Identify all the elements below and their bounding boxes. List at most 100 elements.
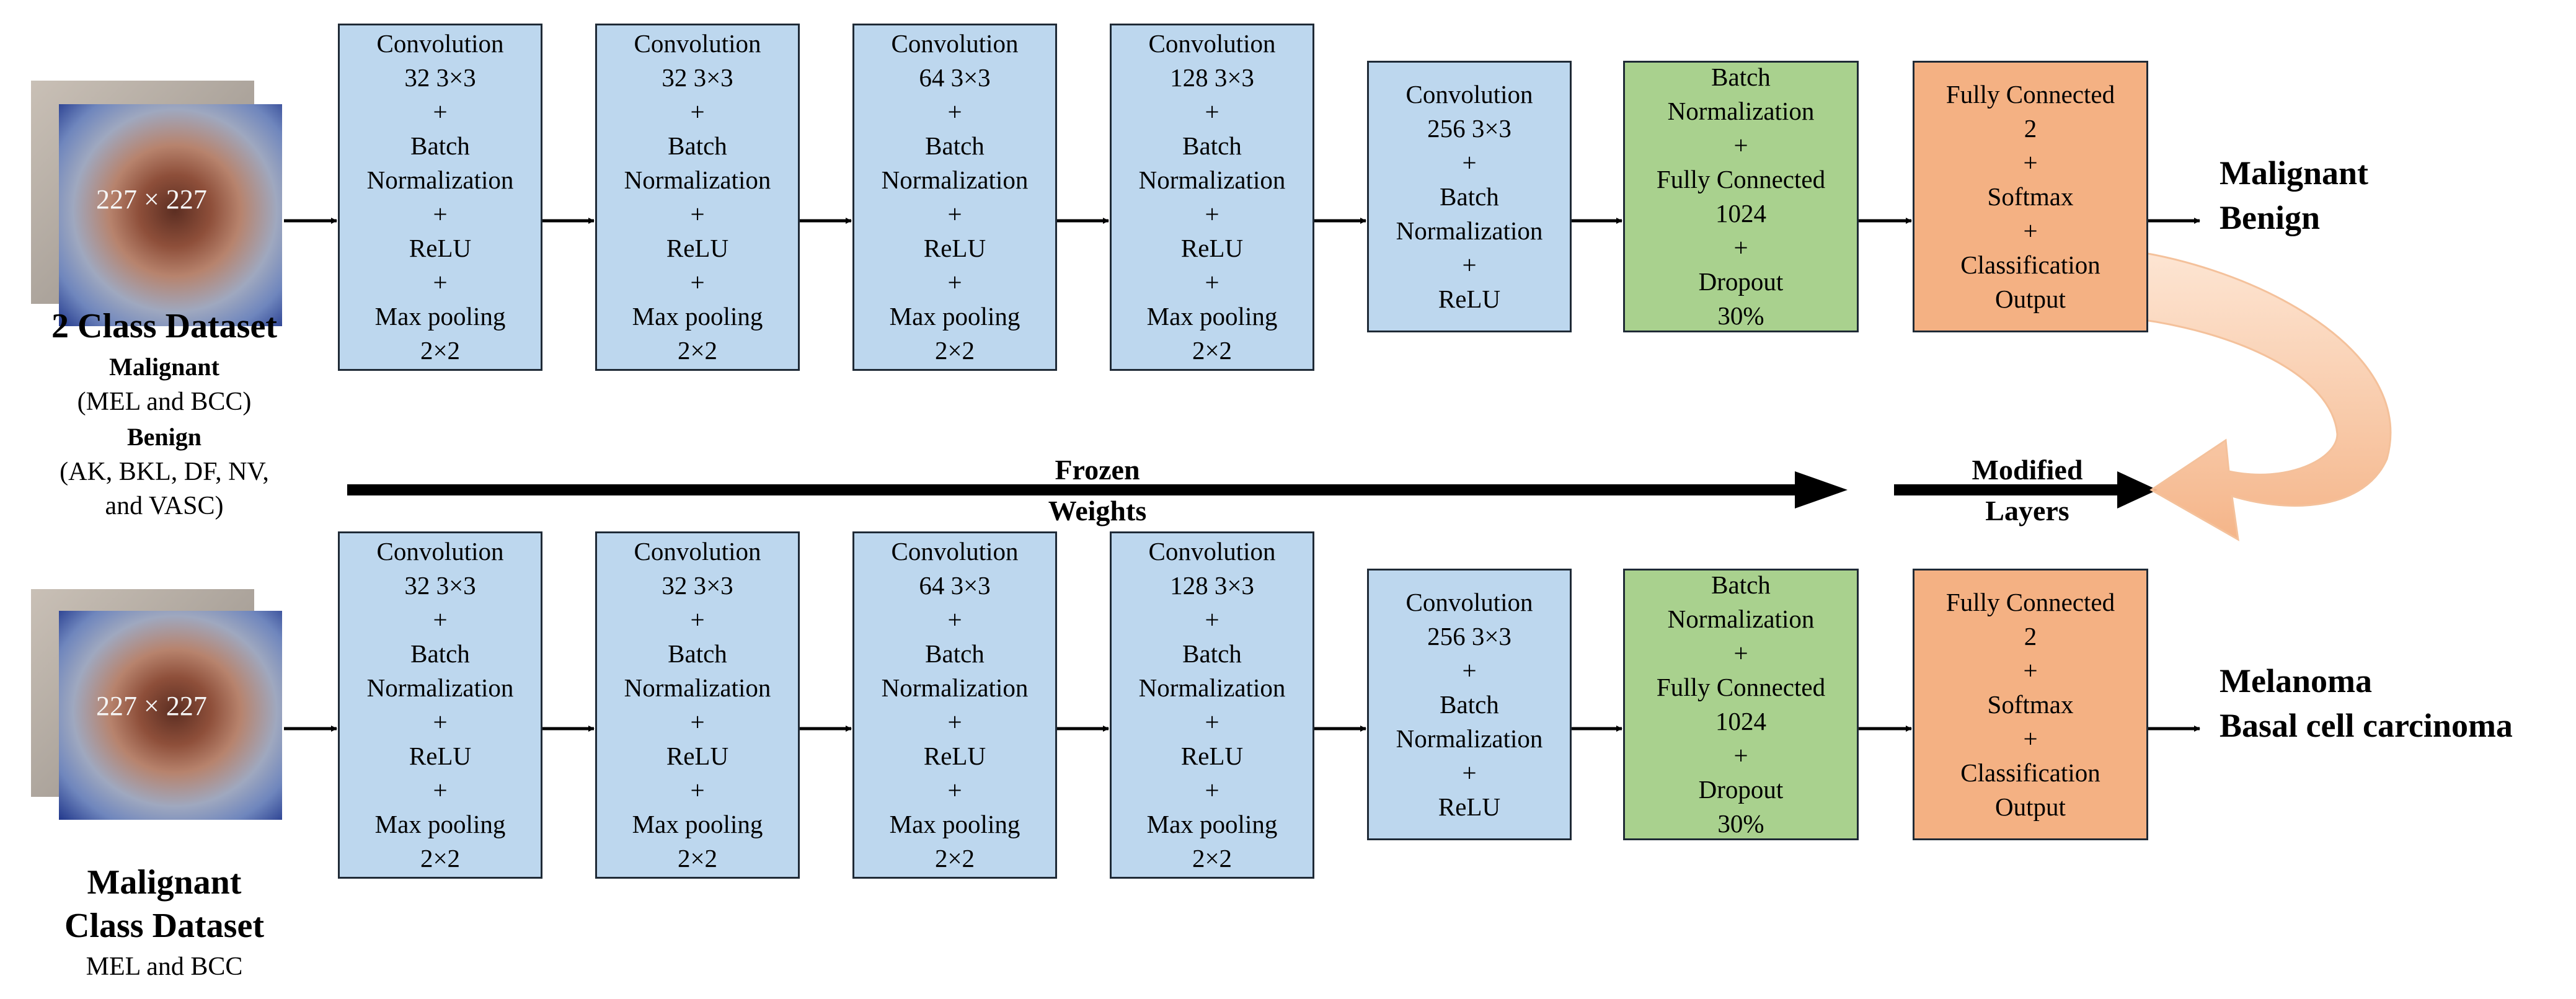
block-text-line: 2×2 — [677, 844, 718, 872]
block-text-line: + — [690, 776, 705, 804]
block-text-line: ReLU — [409, 742, 472, 770]
block-text-line: ReLU — [1438, 284, 1501, 313]
block-text-line: Normalization — [366, 166, 514, 194]
block-text-line: 256 3×3 — [1427, 621, 1512, 650]
block-text-line: + — [1205, 200, 1219, 228]
block-text-line: + — [1733, 639, 1748, 667]
block-text-line: ReLU — [666, 234, 729, 262]
block-text-line: + — [2023, 724, 2038, 753]
image-size-label: 227 × 227 — [96, 691, 207, 721]
block-text-line: + — [2023, 148, 2038, 177]
block-text-line: Max pooling — [1146, 810, 1278, 838]
block-text-line: Normalization — [1396, 724, 1543, 753]
block-text-line: + — [433, 268, 448, 296]
block-text-line: + — [1205, 268, 1219, 296]
block-text-line: Batch — [668, 639, 727, 668]
block-text-line: 2 — [2024, 113, 2037, 143]
block-text-line: ReLU — [923, 234, 986, 262]
block-text-line: Max pooling — [632, 302, 763, 331]
block-text-line: Batch — [410, 639, 470, 668]
block-text-line: Convolution — [634, 537, 761, 566]
dataset-top-benign-detail-2: and VASC) — [105, 492, 224, 520]
block-text-line: Max pooling — [374, 810, 506, 838]
block-text-line: + — [1205, 97, 1219, 126]
block-text-line: 32 3×3 — [662, 63, 733, 92]
block-text-line: 128 3×3 — [1170, 571, 1254, 600]
block-text-line: ReLU — [1438, 792, 1501, 821]
block-text-line: Output — [1995, 792, 2066, 821]
dataset-top-title: 2 Class Dataset — [51, 307, 277, 345]
block-text-line: 2×2 — [1192, 336, 1233, 365]
block-text-line: 32 3×3 — [404, 571, 476, 600]
modified-label-line1: Modified — [1972, 454, 2083, 486]
block-text-line: + — [433, 776, 448, 804]
block-text-line: Normalization — [1667, 605, 1815, 633]
block-text-line: ReLU — [1180, 234, 1244, 262]
block-text-line: + — [1462, 655, 1477, 685]
dataset-top-benign-heading: Benign — [126, 423, 202, 451]
block-text-line: Batch — [925, 639, 985, 668]
block-text-line: + — [433, 200, 448, 228]
dataset-bottom-title-1: Malignant — [87, 863, 242, 902]
block-text-line: + — [690, 97, 705, 126]
block-text-line: + — [2023, 655, 2038, 685]
block-text-line: 2×2 — [420, 844, 461, 872]
block-text-line: Max pooling — [632, 810, 763, 838]
block-text-line: Normalization — [624, 673, 771, 702]
block-text-line: + — [1205, 708, 1219, 736]
block-text-line: 2×2 — [934, 336, 975, 365]
block-text-line: Fully Connected — [1656, 673, 1826, 701]
modified-label-line2: Layers — [1985, 495, 2069, 526]
block-text-line: Softmax — [1987, 182, 2074, 211]
block-text-line: + — [690, 605, 705, 634]
block-text-line: + — [690, 200, 705, 228]
transfer-curved-arrow — [2107, 247, 2392, 541]
modified-layers-arrow — [1894, 471, 2158, 508]
frozen-label-line2: Weights — [1048, 495, 1147, 526]
block-text-line: Normalization — [1138, 166, 1286, 194]
block-text-line: Dropout — [1698, 775, 1784, 804]
block-text-line: Convolution — [1405, 79, 1533, 109]
block-text-line: Batch — [668, 131, 727, 160]
block-text-line: + — [1205, 776, 1219, 804]
block-text-line: + — [2023, 216, 2038, 245]
block-text-line: 2 — [2024, 621, 2037, 650]
block-text-line: Batch — [1440, 690, 1499, 719]
block-text-line: Batch — [1711, 63, 1771, 91]
output-label-malignant: Malignant — [2220, 154, 2369, 192]
output-label-melanoma: Melanoma — [2220, 662, 2372, 699]
block-text-line: Classification — [1960, 758, 2100, 787]
block-text-line: 2×2 — [934, 844, 975, 872]
block-text-line: Normalization — [1138, 673, 1286, 702]
block-text-line: Batch — [1182, 131, 1242, 160]
block-text-line: 1024 — [1715, 199, 1766, 228]
block-text-line: + — [690, 708, 705, 736]
frozen-label-line1: Frozen — [1055, 454, 1140, 486]
block-text-line: + — [947, 268, 962, 296]
block-text-line: Batch — [410, 131, 470, 160]
sample-image-top: 227 × 227 — [59, 104, 282, 326]
block-text-line: 30% — [1717, 301, 1764, 330]
block-text-line: Normalization — [881, 166, 1029, 194]
block-text-line: + — [433, 605, 448, 634]
block-text-line: Max pooling — [889, 810, 1020, 838]
block-text-line: + — [433, 97, 448, 126]
block-text-line: Convolution — [891, 537, 1019, 566]
block-text-line: + — [947, 200, 962, 228]
block-text-line: Batch — [925, 131, 985, 160]
dataset-top-malignant-heading: Malignant — [109, 353, 219, 381]
sample-image-bottom: 227 × 227 — [59, 611, 282, 820]
block-text-line: 128 3×3 — [1170, 63, 1254, 92]
block-text-line: Convolution — [376, 537, 504, 566]
block-text-line: Normalization — [881, 673, 1029, 702]
block-text-line: Convolution — [1148, 537, 1276, 566]
block-text-line: + — [1733, 233, 1748, 262]
